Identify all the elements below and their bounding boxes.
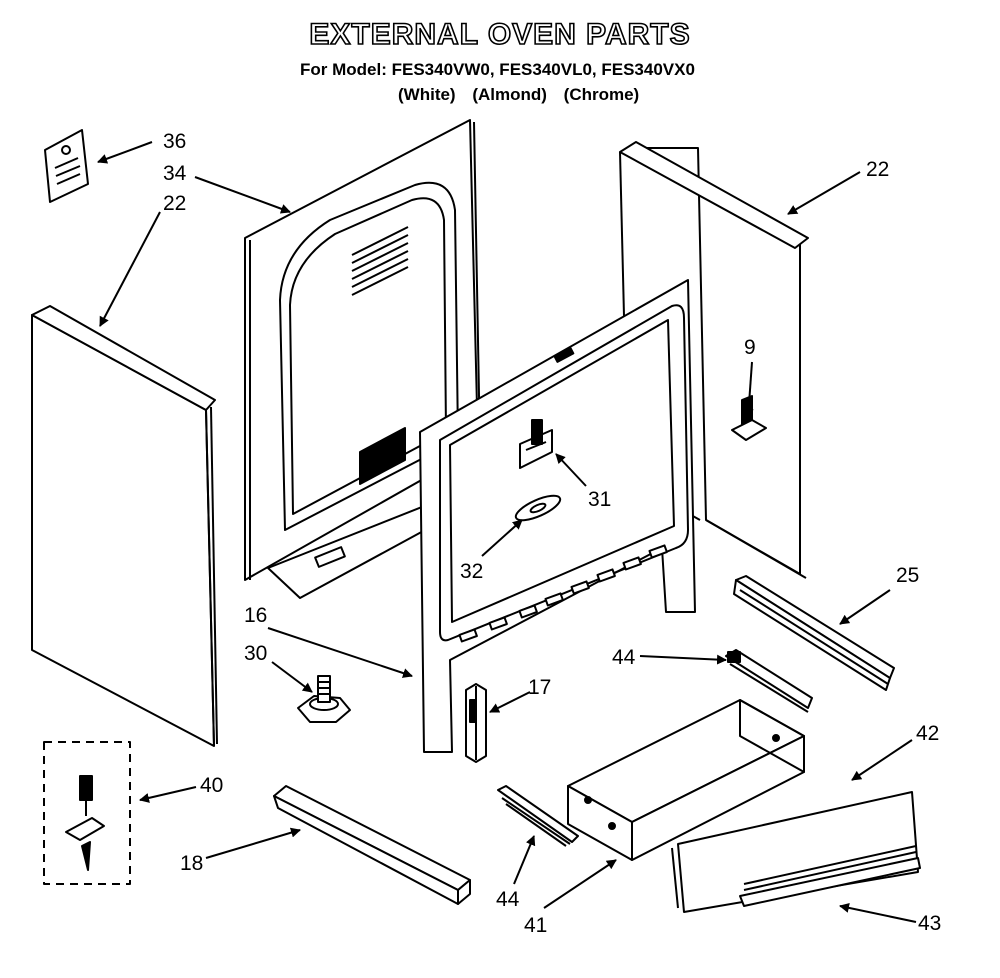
callout-40: 40 <box>200 774 223 797</box>
part-36-label-plate <box>44 129 89 203</box>
part-42-drawer <box>567 699 805 861</box>
part-17-hinge <box>465 683 487 763</box>
callout-34: 34 <box>163 162 187 185</box>
callout-25: 25 <box>896 564 919 587</box>
finish-list: (White) (Almond) (Chrome) <box>398 85 651 105</box>
part-40-anti-tip-kit <box>43 741 131 885</box>
part-22-left-side-panel <box>31 305 218 747</box>
callout-31: 31 <box>588 488 611 511</box>
leader-lines <box>97 141 917 923</box>
part-44-drawer-slide-upper <box>725 649 813 713</box>
part-30-leveling-leg <box>297 675 351 723</box>
vent-louvers <box>351 226 409 296</box>
callout-22-left: 22 <box>163 192 186 215</box>
finish-chrome: (Chrome) <box>563 85 640 104</box>
callout-17: 17 <box>528 676 551 699</box>
callout-44-lower: 44 <box>496 888 520 911</box>
callout-16: 16 <box>244 604 267 627</box>
callout-44-upper: 44 <box>612 646 636 669</box>
part-16-front-frame <box>419 279 696 753</box>
callout-30: 30 <box>244 642 267 665</box>
part-25-trim-strip <box>733 575 895 691</box>
part-44-drawer-slide-lower <box>497 785 579 847</box>
part-32-lens <box>514 494 562 522</box>
callout-22-right: 22 <box>866 158 889 181</box>
callout-labels: 36 34 22 22 9 31 32 25 16 30 17 44 42 40… <box>163 130 941 937</box>
callout-18: 18 <box>180 852 203 875</box>
part-31-switch <box>519 419 553 469</box>
callout-42: 42 <box>916 722 939 745</box>
callout-9: 9 <box>744 336 756 359</box>
diagram-title: EXTERNAL OVEN PARTS <box>309 17 691 52</box>
finish-almond: (Almond) <box>472 85 547 104</box>
callout-41: 41 <box>524 914 547 937</box>
part-18-bottom-trim <box>273 785 471 905</box>
callout-36: 36 <box>163 130 186 153</box>
model-line: For Model: FES340VW0, FES340VL0, FES340V… <box>300 60 695 79</box>
frame-slots <box>458 544 668 643</box>
finish-white: (White) <box>398 85 456 104</box>
callout-32: 32 <box>460 560 483 583</box>
callout-43: 43 <box>918 912 941 935</box>
part-43-drawer-front <box>671 791 921 913</box>
